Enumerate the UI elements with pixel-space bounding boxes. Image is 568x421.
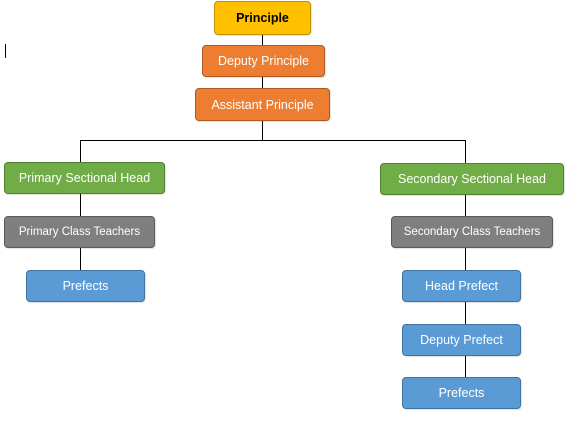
- connector-horizontal-branch: [80, 140, 466, 141]
- connector-deputy-assistant: [262, 77, 263, 89]
- node-deputy-principle-label: Deputy Principle: [217, 54, 309, 68]
- connector-branch-secondary: [465, 140, 466, 163]
- node-assistant-principle-label: Assistant Principle: [211, 97, 314, 112]
- text-cursor: [5, 44, 6, 58]
- node-primary-prefects[interactable]: Prefects: [26, 270, 145, 302]
- connector-branch-primary: [80, 140, 81, 162]
- node-primary-sectional-head-label: Primary Sectional Head: [18, 171, 151, 185]
- node-deputy-principle[interactable]: Deputy Principle: [202, 45, 325, 77]
- node-head-prefect-label: Head Prefect: [425, 279, 498, 293]
- connector-principle-deputy: [262, 34, 263, 46]
- node-secondary-class-teachers-label: Secondary Class Teachers: [403, 226, 541, 238]
- node-head-prefect[interactable]: Head Prefect: [402, 270, 521, 302]
- node-deputy-prefect-label: Deputy Prefect: [420, 333, 503, 347]
- connector-secondary-head-teachers: [465, 195, 466, 216]
- node-secondary-class-teachers[interactable]: Secondary Class Teachers: [391, 216, 553, 248]
- node-secondary-prefects[interactable]: Prefects: [402, 377, 521, 409]
- connector-primary-teachers-prefects: [80, 248, 81, 270]
- connector-head-prefect-deputy-prefect: [465, 302, 466, 324]
- node-assistant-principle[interactable]: Assistant Principle: [195, 88, 330, 121]
- node-primary-class-teachers[interactable]: Primary Class Teachers: [4, 216, 155, 248]
- node-principle[interactable]: Principle: [214, 1, 311, 35]
- node-primary-prefects-label: Prefects: [62, 279, 109, 293]
- node-secondary-sectional-head[interactable]: Secondary Sectional Head: [380, 163, 564, 195]
- connector-deputy-prefect-prefects: [465, 356, 466, 377]
- connector-primary-head-teachers: [80, 194, 81, 216]
- connector-secondary-teachers-head-prefect: [465, 248, 466, 270]
- node-primary-sectional-head[interactable]: Primary Sectional Head: [4, 162, 165, 194]
- node-secondary-prefects-label: Prefects: [438, 386, 485, 400]
- connector-assistant-down: [262, 121, 263, 140]
- node-deputy-prefect[interactable]: Deputy Prefect: [402, 324, 521, 356]
- node-secondary-sectional-head-label: Secondary Sectional Head: [397, 172, 546, 186]
- node-primary-class-teachers-label: Primary Class Teachers: [18, 226, 141, 238]
- node-principle-label: Principle: [236, 11, 289, 25]
